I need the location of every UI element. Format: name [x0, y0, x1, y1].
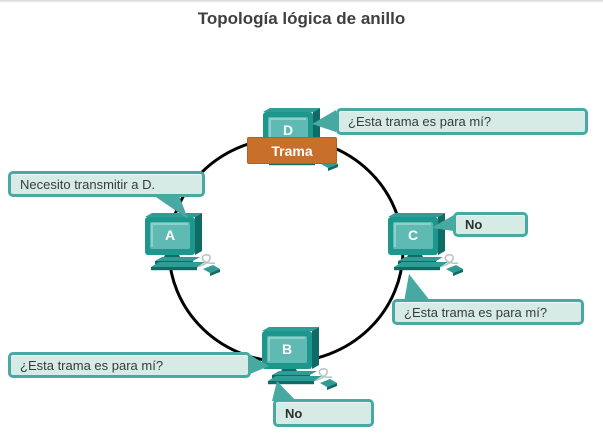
frame-token: Trama	[247, 137, 337, 164]
callout-tail-b-no	[272, 381, 296, 401]
computer-b-icon	[261, 326, 338, 391]
callout-tail-d	[312, 110, 336, 132]
node-label-b: B	[282, 341, 292, 357]
node-label-a: A	[165, 227, 175, 243]
callout-c-no: No	[453, 212, 528, 237]
callout-tail-b-question	[250, 355, 269, 374]
callout-c-question-text: ¿Esta trama es para mí?	[404, 304, 548, 320]
callout-tail-a	[150, 193, 188, 219]
callout-b-question: ¿Esta trama es para mí?	[8, 352, 251, 378]
callout-a-statement: Necesito transmitir a D.	[8, 171, 205, 197]
callout-d-question: ¿Esta trama es para mí?	[336, 108, 588, 135]
callout-c-no-text: No	[465, 217, 483, 232]
callout-b-question-text: ¿Esta trama es para mí?	[20, 357, 164, 373]
callout-tail-c-question	[404, 274, 431, 302]
top-divider	[0, 0, 603, 3]
frame-token-label: Trama	[271, 142, 313, 159]
node-label-c: C	[408, 227, 418, 243]
callout-a-statement-text: Necesito transmitir a D.	[20, 176, 156, 192]
callout-tail-c-no	[431, 215, 454, 231]
callout-b-no: No	[273, 399, 374, 427]
computer-a-icon	[144, 212, 221, 277]
diagram-title: Topología lógica de anillo	[197, 9, 406, 28]
callout-d-question-text: ¿Esta trama es para mí?	[348, 114, 492, 129]
node-label-d: D	[283, 122, 293, 138]
callout-c-question: ¿Esta trama es para mí?	[392, 299, 584, 325]
callout-b-no-text: No	[285, 405, 303, 421]
